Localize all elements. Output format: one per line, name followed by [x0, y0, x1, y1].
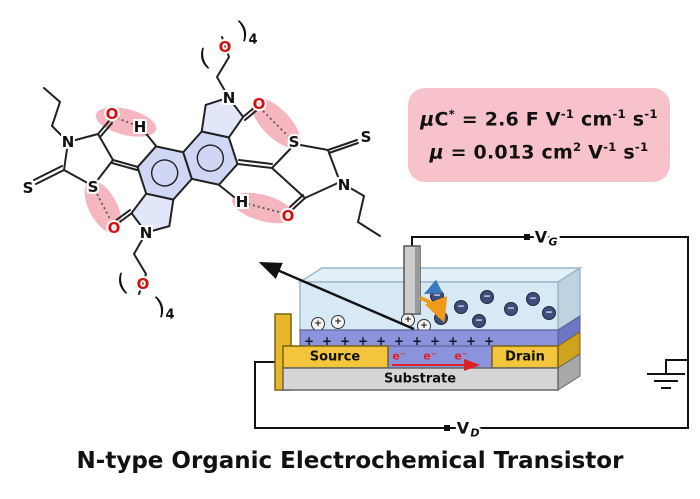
- repeat-count-top: 4: [248, 33, 257, 48]
- anion-symbol: −: [475, 316, 483, 326]
- atom-label-n-bottom: N: [140, 224, 153, 242]
- cation-injection-arrow: [419, 296, 448, 323]
- oect-device-schematic: V G V D − − − − − − − − + + + +: [254, 225, 689, 442]
- atom-label-h-right: H: [236, 193, 249, 211]
- aromatic-ring-circle: [150, 159, 179, 187]
- molecule-to-channel-arrow: [258, 261, 415, 331]
- thiazolidinone-ring-right: [271, 143, 341, 199]
- cation-symbol: +: [420, 321, 428, 331]
- atom-label-n-right: N: [338, 176, 351, 194]
- ethyl-group-right: [339, 181, 381, 237]
- atom-label-o-chain-top: O: [219, 38, 232, 56]
- electron-mobility-value: μ = 0.013 cm2 V-1 s-1: [429, 139, 649, 163]
- source-electrode: Source: [282, 345, 389, 369]
- anion: [454, 300, 468, 314]
- atom-label-h-left: H: [134, 118, 147, 136]
- electron-label: e⁻: [392, 350, 405, 363]
- electron-label: e⁻: [423, 350, 436, 363]
- cations: + + + +: [311, 313, 431, 333]
- channel-charge: +: [376, 334, 386, 348]
- channel-charge: +: [430, 334, 440, 348]
- atom-label-o-bottom: O: [108, 219, 121, 237]
- ethyl-group-left: [43, 87, 69, 143]
- molecule-structure: N S S O H O N O N O O S S N H O ( ) 4 ( …: [21, 14, 381, 323]
- cation: [331, 315, 345, 329]
- channel-charge: +: [322, 334, 332, 348]
- cation-symbol: +: [404, 315, 412, 325]
- circuit-wires: [254, 236, 689, 429]
- cation-symbol: +: [334, 317, 342, 327]
- anion-symbol: −: [507, 304, 515, 314]
- molecule-bonds: [33, 36, 381, 295]
- anion: [542, 306, 556, 320]
- anion: [472, 314, 486, 328]
- anion-symbol: −: [483, 292, 491, 302]
- anion: [504, 302, 518, 316]
- anion-symbol: −: [529, 294, 537, 304]
- mobility-capacitance-product: μC* = 2.6 F V-1 cm-1 s-1: [420, 107, 658, 131]
- hbond-highlight-so-left: [84, 180, 122, 234]
- channel-charge: +: [304, 334, 314, 348]
- channel-charge: +: [466, 334, 476, 348]
- atom-label-s-thione-left: S: [23, 179, 34, 197]
- repeat-count-bottom: 4: [165, 308, 174, 323]
- hbond-highlight-oh-left: [95, 107, 157, 137]
- ground-symbol: [647, 359, 689, 389]
- anion-symbol: −: [545, 308, 553, 318]
- source-label: Source: [310, 350, 361, 365]
- channel-charge: +: [448, 334, 458, 348]
- atom-label-s-ring-right: S: [289, 133, 300, 151]
- atom-label-s-ring-left: S: [88, 178, 99, 196]
- atom-label-o-carbonyl-right: O: [282, 207, 295, 225]
- atom-label-s-thione-right: S: [361, 128, 372, 146]
- channel-charge: +: [412, 334, 422, 348]
- channel-charge: +: [394, 334, 404, 348]
- gate-wire-junction: [524, 234, 530, 240]
- electrolyte-top-face: [297, 267, 583, 283]
- atom-label-o-chain-bottom: O: [137, 275, 150, 293]
- cation-symbol: +: [314, 319, 322, 329]
- noncovalent-contact-lines: [96, 110, 289, 220]
- aromatic-ring-circle: [196, 144, 225, 172]
- channel-positive-charges: + + + + + + + + + + +: [304, 334, 494, 348]
- glycol-chain-bottom: [132, 232, 148, 295]
- bracket-open-bottom: (: [114, 268, 130, 297]
- substrate: Substrate: [282, 353, 581, 391]
- electron-flow: e⁻ e⁻ e⁻: [392, 350, 480, 371]
- drain-wire-junction: [444, 425, 450, 431]
- electron-label: e⁻: [454, 350, 467, 363]
- drain-electrode: Drain: [491, 331, 581, 369]
- performance-metrics-box: μC* = 2.6 F V-1 cm-1 s-1 μ = 0.013 cm2 V…: [408, 88, 670, 182]
- drain-voltage-subscript: D: [470, 427, 479, 440]
- gate-voltage-subscript: G: [548, 236, 557, 249]
- anion-to-gate-arrow: [423, 279, 443, 295]
- gate-voltage-label: V: [535, 228, 548, 247]
- anion-symbol: −: [433, 291, 441, 301]
- glycol-chain-top: [215, 36, 231, 99]
- gate-electrode: [403, 245, 421, 315]
- atom-label-o-carbonyl-left: O: [106, 105, 119, 123]
- drain-voltage-label: V: [457, 419, 470, 438]
- atom-labels: N S S O H O N O N O O S S N H O: [21, 36, 374, 295]
- thiazolidinone-ring-left: [63, 133, 114, 187]
- channel-charge: +: [484, 334, 494, 348]
- anion: [526, 292, 540, 306]
- atom-label-n-top: N: [223, 89, 236, 107]
- bracket-open-top: (: [196, 43, 212, 72]
- atom-label-n-left: N: [62, 133, 75, 151]
- anion: [480, 290, 494, 304]
- channel-layer: + + + + + + + + + + +: [299, 315, 581, 369]
- channel-charge: +: [358, 334, 368, 348]
- aromatic-core: [130, 96, 245, 234]
- substrate-label: Substrate: [384, 372, 456, 387]
- anion-symbol: −: [457, 302, 465, 312]
- atom-label-o-top: O: [253, 95, 266, 113]
- channel-charge: +: [340, 334, 350, 348]
- drain-label: Drain: [505, 350, 545, 365]
- figure-caption: N-type Organic Electrochemical Transisto…: [76, 448, 624, 474]
